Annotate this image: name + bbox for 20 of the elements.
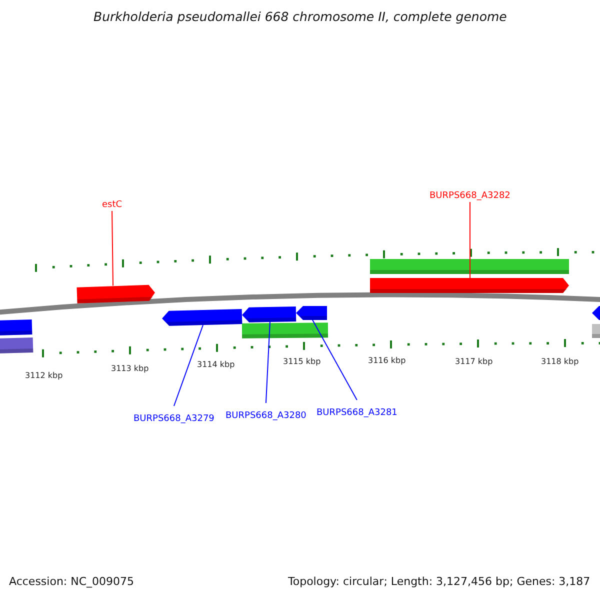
scale-label: 3112 kbp: [25, 372, 63, 380]
scale-label: 3114 kbp: [197, 361, 235, 369]
leader-line: [469, 202, 470, 280]
scale-label: 3116 kbp: [368, 357, 406, 365]
leader-line: [173, 324, 204, 406]
scale-label: 3115 kbp: [283, 358, 321, 366]
scale-label: 3118 kbp: [541, 358, 579, 366]
leader-line: [112, 210, 114, 286]
gene-label: BURPS668_A3279: [134, 414, 214, 424]
leader-line: [265, 320, 270, 404]
gene-label: BURPS668_A3280: [226, 411, 306, 421]
gene-label: estC: [102, 200, 122, 210]
chart-title: Burkholderia pseudomallei 668 chromosome II, complete genome: [94, 11, 507, 24]
scale-label: 3117 kbp: [455, 358, 493, 366]
gene-label: BURPS668_A3282: [430, 191, 510, 201]
scale-label: 3113 kbp: [111, 365, 149, 373]
accession-text: Accession: NC_009075: [9, 576, 134, 587]
leader-line: [312, 318, 358, 400]
gene-label: BURPS668_A3281: [316, 408, 398, 418]
genome-info-text: Topology: circular; Length: 3,127,456 bp; Genes: 3,187: [288, 576, 590, 587]
